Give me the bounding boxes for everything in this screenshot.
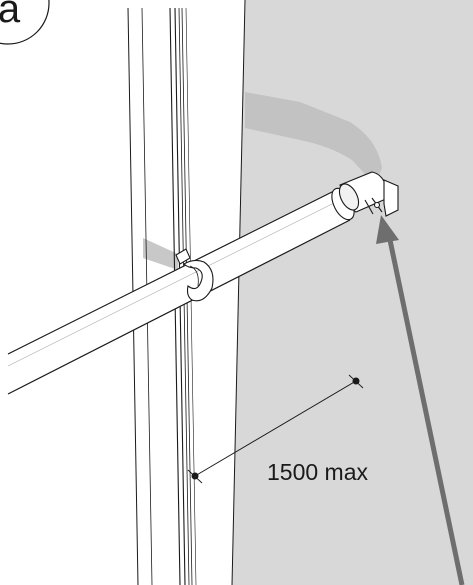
glass-shadow [143,238,178,270]
step-badge-letter: a [0,0,21,31]
callout-arrow [376,215,465,585]
dimension-line [187,374,364,484]
wall-bracket [338,171,399,217]
dimension-start-point [191,472,199,480]
dimension-label: 1500 max [267,459,369,485]
wall-shadow [245,92,382,185]
wall-panel [232,0,473,585]
step-badge: a [0,0,50,45]
dimension-end-point [352,377,360,385]
callout-arrowhead [376,215,399,244]
glass-clamp [175,248,214,302]
